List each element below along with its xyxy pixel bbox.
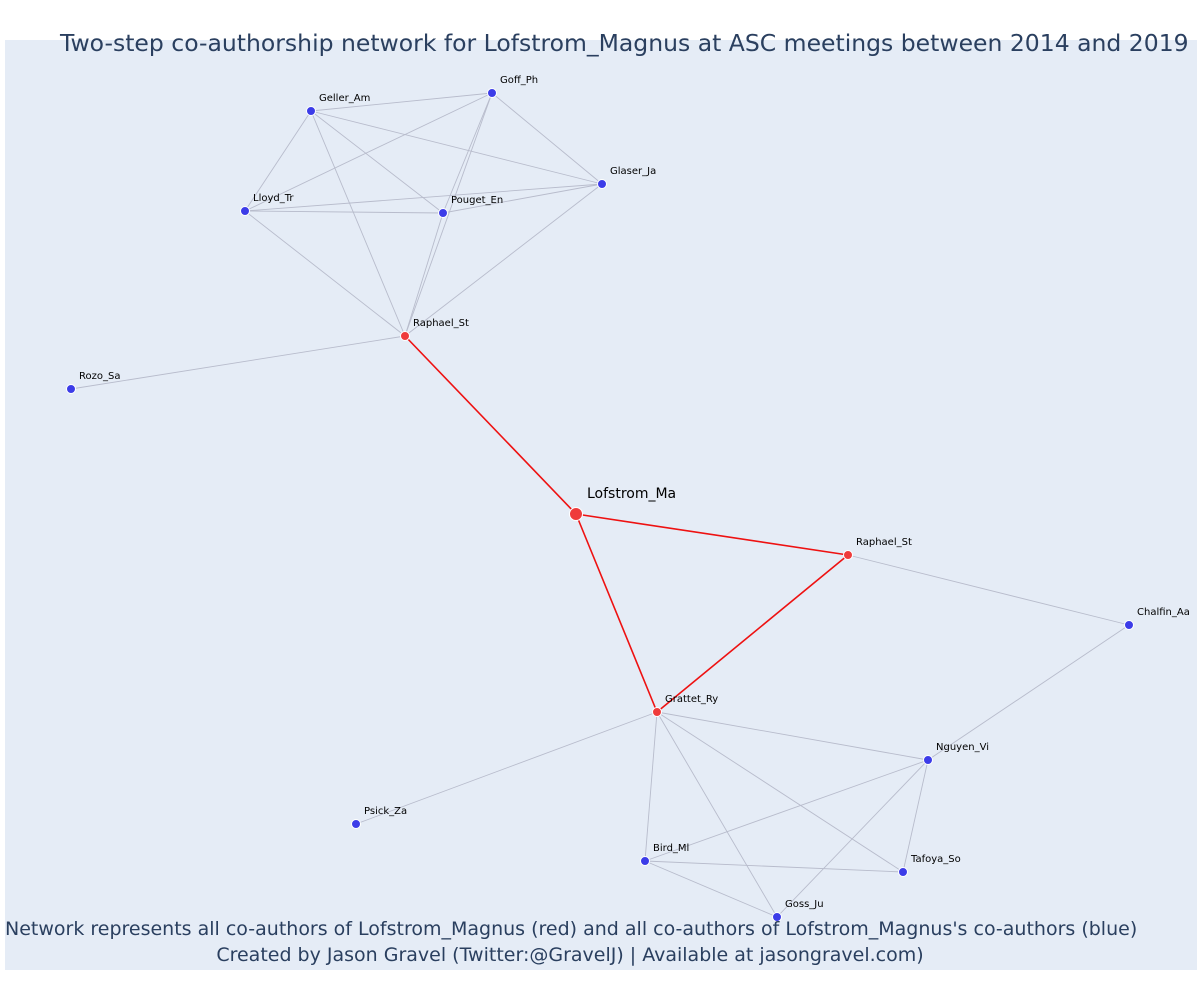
node-raphael_top[interactable]: [400, 331, 410, 341]
node-label-goss: Goss_Ju: [785, 899, 824, 910]
edge-nguyen-tafoya: [902, 759, 929, 873]
node-label-bird: Bird_Ml: [653, 843, 689, 854]
node-pouget[interactable]: [438, 208, 448, 218]
edge-grattet-psick: [355, 711, 658, 825]
node-tafoya[interactable]: [898, 867, 908, 877]
edge-lofstrom-raphael_top: [404, 335, 577, 515]
node-geller[interactable]: [306, 106, 316, 116]
edge-bird-tafoya: [644, 860, 904, 873]
edge-goff-glaser: [491, 92, 603, 185]
edge-geller-raphael_top: [310, 110, 406, 337]
edge-raphael_top-rozo: [70, 335, 406, 390]
node-raphael_right[interactable]: [843, 550, 853, 560]
edge-pouget-raphael_top: [404, 212, 444, 337]
node-label-raphael_right: Raphael_St: [856, 537, 912, 548]
edge-lloyd-pouget: [244, 210, 444, 214]
edge-chalfin-nguyen: [927, 624, 1130, 761]
edge-raphael_right-grattet: [656, 554, 849, 713]
edge-grattet-bird: [644, 711, 658, 862]
edge-grattet-nguyen: [656, 711, 929, 761]
edge-geller-goff: [310, 92, 493, 112]
node-glaser[interactable]: [597, 179, 607, 189]
node-label-pouget: Pouget_En: [451, 195, 503, 206]
node-label-chalfin: Chalfin_Aa: [1137, 607, 1190, 618]
node-label-geller: Geller_Am: [319, 93, 370, 104]
node-goss[interactable]: [772, 912, 782, 922]
node-label-glaser: Glaser_Ja: [610, 166, 656, 177]
edge-lloyd-raphael_top: [244, 210, 406, 337]
edge-glaser-raphael_top: [404, 183, 603, 337]
edge-grattet-goss: [656, 711, 778, 918]
edge-nguyen-bird: [644, 759, 929, 862]
node-label-goff: Goff_Ph: [500, 75, 538, 86]
edges-layer: [70, 92, 1130, 918]
node-label-psick: Psick_Za: [364, 806, 407, 817]
node-psick[interactable]: [351, 819, 361, 829]
edge-goff-raphael_top: [404, 92, 493, 337]
plot-background: [5, 40, 1197, 970]
node-label-tafoya: Tafoya_So: [910, 854, 961, 865]
node-label-raphael_top: Raphael_St: [413, 318, 469, 329]
labels-layer: Lofstrom_MaRaphael_StRaphael_StGrattet_R…: [79, 75, 1190, 910]
node-rozo[interactable]: [66, 384, 76, 394]
node-label-nguyen: Nguyen_Vi: [936, 742, 989, 753]
edge-glaser-lloyd: [244, 183, 603, 212]
edge-geller-lloyd: [244, 110, 312, 212]
edge-glaser-pouget: [442, 183, 603, 214]
node-grattet[interactable]: [652, 707, 662, 717]
node-chalfin[interactable]: [1124, 620, 1134, 630]
edge-geller-pouget: [310, 110, 444, 214]
node-bird[interactable]: [640, 856, 650, 866]
node-nguyen[interactable]: [923, 755, 933, 765]
nodes-layer: [66, 88, 1134, 922]
edge-goff-lloyd: [244, 92, 493, 212]
footer-description: Network represents all co-authors of Lof…: [5, 918, 1138, 940]
edge-lofstrom-raphael_right: [575, 513, 849, 556]
node-label-lloyd: Lloyd_Tr: [253, 193, 294, 204]
edge-bird-goss: [644, 860, 778, 918]
edge-geller-glaser: [310, 110, 603, 185]
node-lofstrom[interactable]: [569, 507, 583, 521]
edge-goff-pouget: [442, 92, 493, 214]
edge-lofstrom-grattet: [575, 513, 658, 713]
chart-title: Two-step co-authorship network for Lofst…: [60, 29, 1189, 57]
edge-grattet-tafoya: [656, 711, 904, 873]
node-label-rozo: Rozo_Sa: [79, 371, 120, 382]
edge-raphael_right-chalfin: [847, 554, 1130, 626]
node-goff[interactable]: [487, 88, 497, 98]
footer-credit: Created by Jason Gravel (Twitter:@Gravel…: [216, 944, 924, 966]
node-label-lofstrom: Lofstrom_Ma: [587, 486, 676, 502]
node-label-grattet: Grattet_Ry: [665, 694, 718, 705]
node-lloyd[interactable]: [240, 206, 250, 216]
edge-nguyen-goss: [776, 759, 929, 918]
